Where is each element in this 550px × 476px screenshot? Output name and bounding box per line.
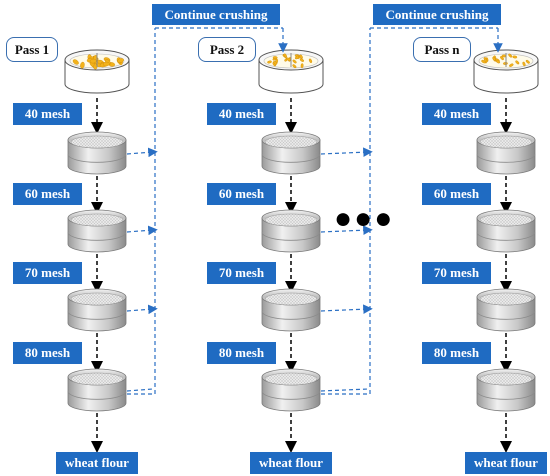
- return-path-2-branch-2: [320, 225, 373, 235]
- col1-sieve-2-mesh: [70, 213, 124, 227]
- col3-sieve-3-band: [476, 296, 536, 332]
- col2-grinder-bowl-grain: [272, 56, 278, 59]
- col1-sieve-3-band: [67, 296, 127, 332]
- col3-grinder-bowl-grain: [515, 60, 520, 65]
- return-path-1-branch-4: [126, 388, 154, 392]
- col3-sieve-3-mesh: [479, 292, 533, 306]
- mesh-label-c1-40: 40 mesh: [13, 103, 82, 125]
- mesh-label-c1-60: 60 mesh: [13, 183, 82, 205]
- col2-sieve-2-seam: [261, 232, 321, 241]
- col2-grinder-bowl-grain: [299, 58, 305, 62]
- mesh-label-c2-80: 80 mesh: [207, 342, 276, 364]
- col1-grinder-bowl-grain: [72, 59, 79, 65]
- mesh-label-c1-80: 80 mesh: [13, 342, 82, 364]
- col3-grinder-bowl-grain: [481, 59, 486, 64]
- col2-sieve-4-band: [261, 376, 321, 412]
- ellipsis-icon: ●●●: [334, 202, 395, 235]
- col2-sieve-1-band: [261, 139, 321, 175]
- col2-sieve-3-mesh: [264, 292, 318, 306]
- col1-sieve-4-seam: [67, 391, 127, 400]
- col3-sieve-1-seam: [476, 154, 536, 163]
- return-path-2-branch-3: [320, 304, 373, 314]
- col2-sieve-3-band: [261, 296, 321, 332]
- return-path-1-branch-1: [126, 147, 158, 158]
- col1-grinder-bowl-grain: [80, 61, 85, 69]
- col3-grinder-bowl-grain: [492, 56, 496, 62]
- col3-grinder-bowl-grain: [525, 59, 530, 64]
- col3-sieve-2-seam: [476, 232, 536, 241]
- col1-grinder-bowl-grain: [102, 61, 110, 67]
- col1-grinder-bowl-grain: [89, 58, 97, 64]
- continue-crushing-label-2: Continue crushing: [373, 4, 501, 25]
- col1-sieve-1-mesh: [70, 135, 124, 149]
- col1-sieve-4-band: [67, 376, 127, 412]
- col3-sieve-1-mesh: [479, 135, 533, 149]
- col2-grinder-bowl-grain: [267, 60, 272, 64]
- col3-grinder-bowl-grain: [508, 53, 513, 58]
- col2-grinder-bowl-grain: [308, 58, 313, 64]
- col2-sieve-1-seam: [261, 154, 321, 163]
- col3-grinder-bowl-grain: [495, 59, 501, 64]
- col2-sieve-3-seam: [261, 311, 321, 320]
- col2-sieve-2-mesh: [264, 213, 318, 227]
- continue-crushing-label-1: Continue crushing: [152, 4, 280, 25]
- col3-grinder-bowl-grain: [512, 55, 518, 59]
- col3-grinder-bowl-grain: [503, 62, 508, 65]
- col1-sieve-2-seam: [67, 232, 127, 241]
- col1-grinder-bowl-grain: [117, 58, 124, 63]
- col3-grinder-bowl-grain: [522, 61, 526, 67]
- col1-sieve-3-mesh: [70, 292, 124, 306]
- output-label-c3: wheat flour: [465, 452, 547, 474]
- col3-sieve-4-mesh: [479, 372, 533, 386]
- mesh-label-c2-70: 70 mesh: [207, 262, 276, 284]
- mesh-label-c2-40: 40 mesh: [207, 103, 276, 125]
- mesh-label-c3-40: 40 mesh: [422, 103, 491, 125]
- col1-sieve-2-band: [67, 217, 127, 253]
- col2-grinder-bowl-grain: [294, 55, 300, 60]
- return-path-1-branch-2: [126, 225, 158, 236]
- col1-sieve-3-seam: [67, 311, 127, 320]
- col2-grinder-bowl-grain: [292, 64, 297, 69]
- mesh-label-c2-60: 60 mesh: [207, 183, 276, 205]
- col3-sieve-4-seam: [476, 391, 536, 400]
- mesh-label-c1-70: 70 mesh: [13, 262, 82, 284]
- col2-sieve-4-seam: [261, 391, 321, 400]
- col1-sieve-1-band: [67, 139, 127, 175]
- mesh-label-c3-60: 60 mesh: [422, 183, 491, 205]
- col2-sieve-2-band: [261, 217, 321, 253]
- pass-1-label: Pass 1: [6, 37, 58, 62]
- col3-grinder-bowl-grain: [500, 56, 504, 61]
- mesh-label-c3-80: 80 mesh: [422, 342, 491, 364]
- col3-grinder-bowl-grain: [509, 63, 514, 67]
- col2-sieve-4-mesh: [264, 372, 318, 386]
- col1-sieve-1-seam: [67, 154, 127, 163]
- mesh-label-c3-70: 70 mesh: [422, 262, 491, 284]
- col3-sieve-4-band: [476, 376, 536, 412]
- pass-n-label: Pass n: [413, 37, 471, 62]
- output-label-c1: wheat flour: [56, 452, 138, 474]
- col3-sieve-2-band: [476, 217, 536, 253]
- col3-sieve-1-band: [476, 139, 536, 175]
- col3-sieve-3-seam: [476, 311, 536, 320]
- col1-sieve-4-mesh: [70, 372, 124, 386]
- pass-2-label: Pass 2: [198, 37, 256, 62]
- col3-sieve-2-mesh: [479, 213, 533, 227]
- col2-sieve-1-mesh: [264, 135, 318, 149]
- return-path-2-branch-4: [320, 388, 369, 392]
- col2-grinder-bowl-grain: [292, 59, 297, 64]
- col2-grinder-bowl-grain: [273, 61, 278, 65]
- col2-grinder-bowl-grain: [300, 63, 304, 69]
- output-label-c2: wheat flour: [250, 452, 332, 474]
- col2-grinder-bowl-grain: [283, 53, 287, 58]
- return-path-1-branch-3: [126, 304, 158, 315]
- return-path-2-branch-1: [320, 147, 373, 157]
